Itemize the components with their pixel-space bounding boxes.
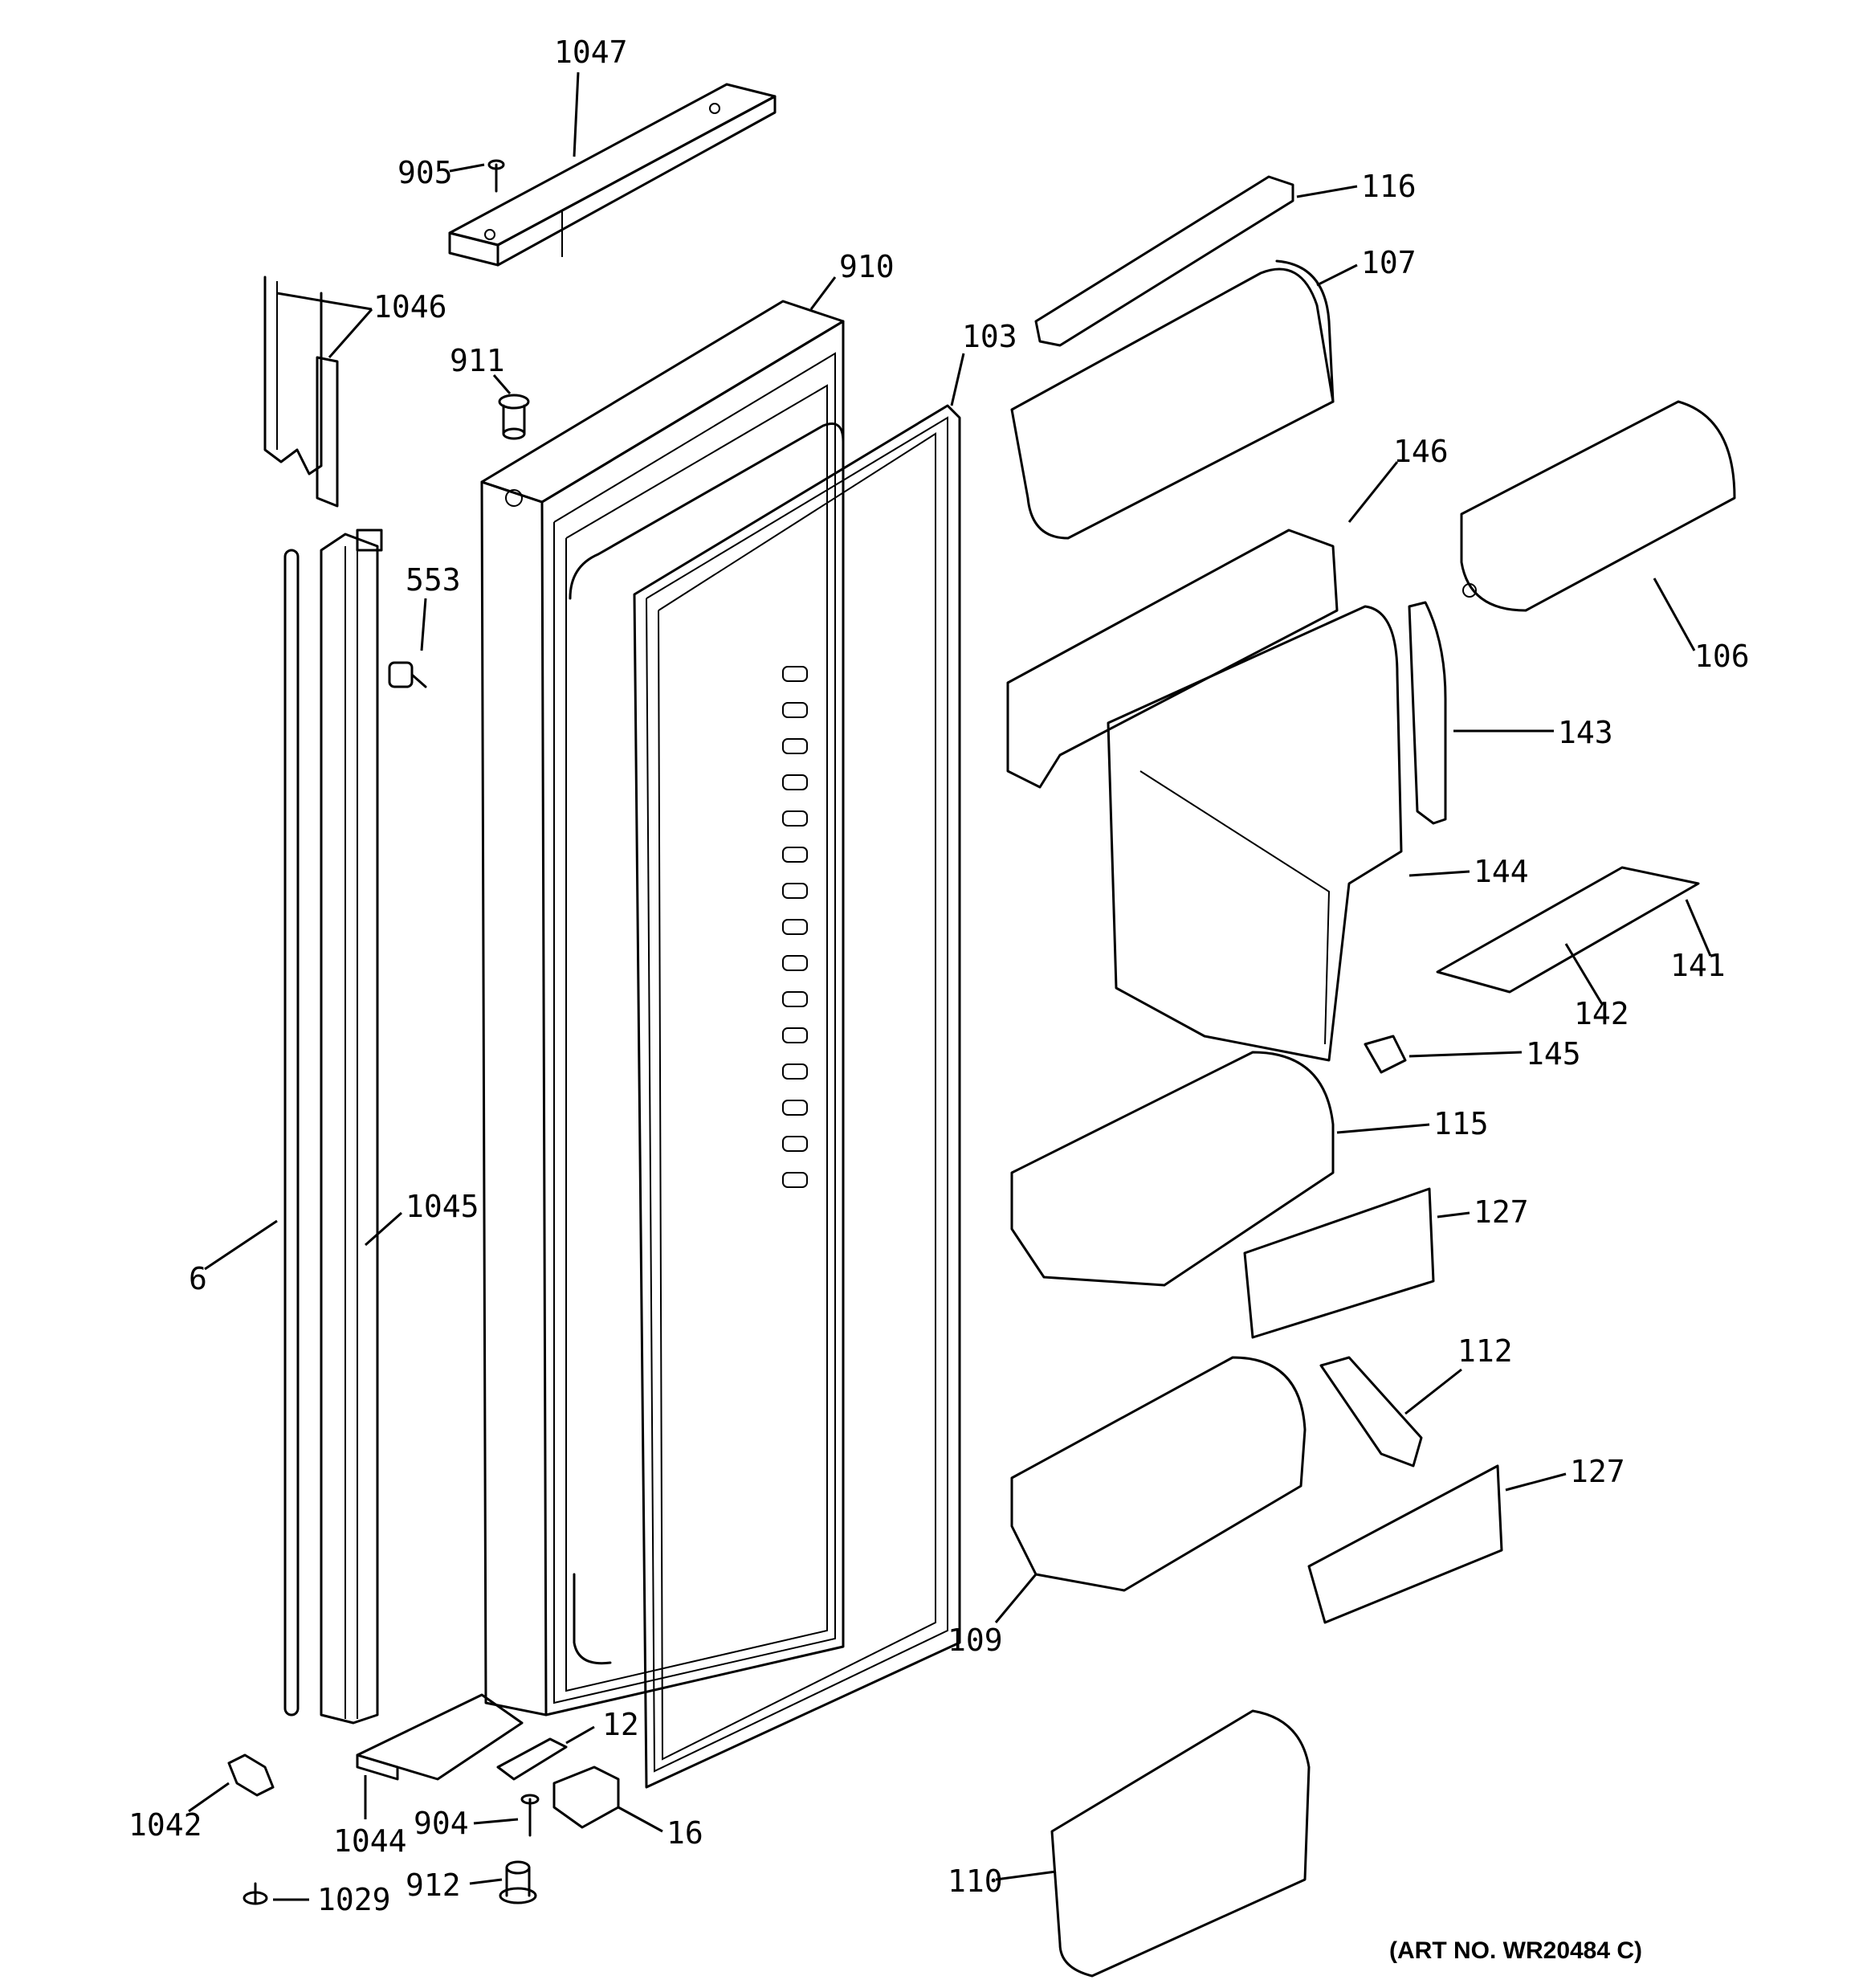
part-1047-hinge-cover xyxy=(448,83,777,267)
label-116: 116 xyxy=(1361,169,1417,204)
label-112: 112 xyxy=(1457,1333,1513,1369)
label-904: 904 xyxy=(414,1806,469,1841)
label-143: 143 xyxy=(1558,715,1613,750)
part-146-shelf xyxy=(1006,529,1339,789)
label-146: 146 xyxy=(1393,434,1449,469)
label-106: 106 xyxy=(1694,639,1750,674)
label-103: 103 xyxy=(962,319,1017,354)
part-141-142-ice-tray xyxy=(1436,866,1700,994)
label-16: 16 xyxy=(667,1815,703,1851)
label-1047: 1047 xyxy=(554,35,628,70)
label-110: 110 xyxy=(948,1863,1003,1899)
part-1044-hinge-plate xyxy=(356,1693,524,1781)
label-115: 115 xyxy=(1433,1106,1489,1141)
part-16-switch xyxy=(552,1766,620,1829)
part-106-cover xyxy=(1460,400,1736,612)
label-12: 12 xyxy=(602,1707,639,1742)
label-144: 144 xyxy=(1474,854,1529,889)
part-910-door xyxy=(480,300,845,1717)
door-liner-ribs xyxy=(782,666,808,1188)
leader-lines xyxy=(188,71,1712,1901)
part-905-screw xyxy=(487,159,505,193)
label-912: 912 xyxy=(406,1868,461,1903)
label-6: 6 xyxy=(189,1261,207,1296)
label-910: 910 xyxy=(839,249,895,284)
part-904-screw xyxy=(520,1794,540,1837)
label-142: 142 xyxy=(1574,996,1629,1031)
label-1045: 1045 xyxy=(406,1189,479,1224)
part-127-trim-a xyxy=(1243,1187,1435,1339)
label-127-a: 127 xyxy=(1474,1194,1529,1230)
art-number: (ART NO. WR20484 C) xyxy=(1389,1937,1642,1964)
label-107: 107 xyxy=(1361,245,1417,280)
part-116-bin-trim xyxy=(1034,175,1294,347)
label-1044: 1044 xyxy=(333,1823,407,1859)
part-1029-screw xyxy=(243,1882,268,1905)
label-911: 911 xyxy=(450,343,505,378)
part-1046-bracket xyxy=(263,276,339,508)
label-109: 109 xyxy=(948,1623,1003,1658)
label-905: 905 xyxy=(397,155,453,190)
part-553-plug xyxy=(388,661,427,688)
part-110-bin xyxy=(1050,1709,1311,1978)
part-12-bracket xyxy=(496,1737,568,1781)
part-127-trim-b xyxy=(1307,1464,1503,1624)
label-1029: 1029 xyxy=(317,1882,391,1917)
part-112-divider xyxy=(1319,1356,1423,1468)
part-143-side-panel xyxy=(1408,601,1447,825)
part-144-dispenser-bin xyxy=(1107,605,1403,1062)
part-6-trim-rod xyxy=(283,549,300,1717)
part-1042-clip xyxy=(227,1753,275,1797)
label-127-b: 127 xyxy=(1570,1454,1625,1489)
part-109-bin xyxy=(1010,1356,1307,1592)
label-141: 141 xyxy=(1670,948,1726,983)
part-145-plug xyxy=(1364,1035,1407,1074)
label-553: 553 xyxy=(406,562,461,598)
part-912-bushing xyxy=(499,1860,537,1904)
label-145: 145 xyxy=(1526,1036,1581,1072)
label-1042: 1042 xyxy=(128,1807,202,1843)
part-103-gasket xyxy=(633,404,961,1789)
part-107-bin xyxy=(1010,259,1335,540)
part-labels: 1047 905 1046 910 911 103 553 116 107 14… xyxy=(128,35,1750,1964)
part-1045-side-trim xyxy=(320,529,383,1725)
label-1046: 1046 xyxy=(373,289,447,325)
part-911-bushing xyxy=(498,394,530,440)
part-115-bin xyxy=(1010,1051,1335,1287)
